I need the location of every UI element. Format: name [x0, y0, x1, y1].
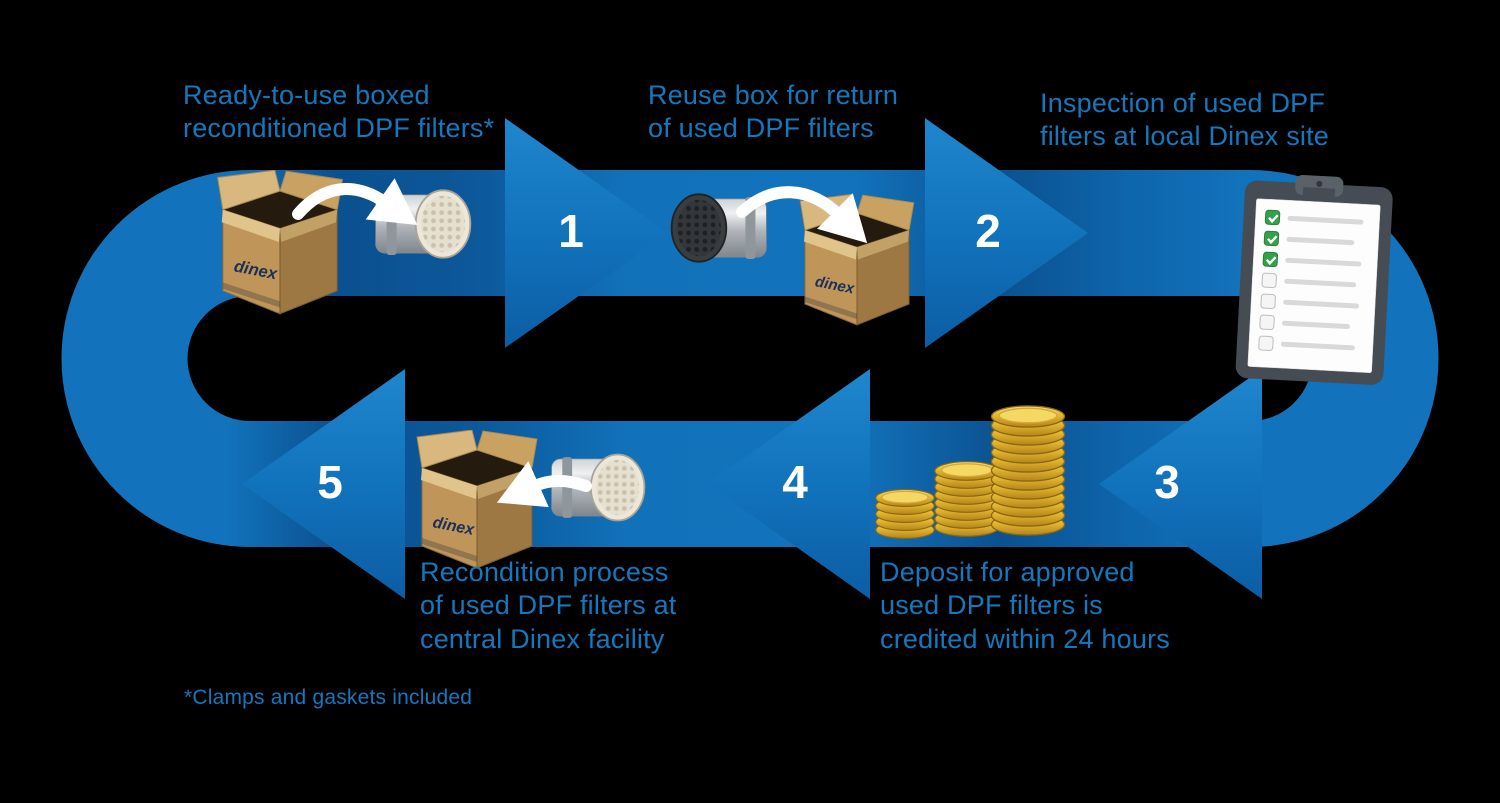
step-5-number: 5: [317, 456, 343, 508]
reconditioned-dpf-filter-icon: [550, 453, 646, 522]
checked-checkbox-icon: [1262, 209, 1281, 268]
flow-arrow-3: [1099, 369, 1262, 599]
flow-arrow-4: [707, 369, 870, 599]
step-4-number: 4: [782, 456, 808, 508]
white-arrow-icon: [292, 178, 418, 226]
step-4-caption: Deposit for approved used DPF filters is…: [880, 557, 1170, 654]
step-3-caption: Inspection of used DPF filters at local …: [1040, 88, 1330, 152]
flow-arrow-1: [505, 118, 668, 348]
footnote: *Clamps and gaskets included: [184, 686, 473, 709]
white-arrow-icon: [496, 461, 592, 508]
step-1-number: 1: [558, 205, 584, 257]
checklist-lines: [1280, 215, 1364, 351]
white-arrow-icon: [736, 186, 868, 244]
step-5-caption: Recondition process of used DPF filters …: [420, 557, 677, 654]
flow-arrow-2: [925, 118, 1088, 348]
empty-checkbox-icon: [1258, 272, 1277, 351]
step-2-caption: Reuse box for return of used DPF filters: [648, 80, 899, 144]
step-1-caption: Ready-to-use boxed reconditioned DPF fil…: [183, 80, 495, 144]
clipboard-checklist-icon: [1235, 174, 1393, 385]
flow-arrow-5: [242, 369, 405, 599]
cardboard-box-icon: [799, 194, 915, 326]
step-2-number: 2: [975, 205, 1001, 257]
step-3-number: 3: [1154, 456, 1180, 508]
cardboard-box-icon: [416, 430, 538, 569]
